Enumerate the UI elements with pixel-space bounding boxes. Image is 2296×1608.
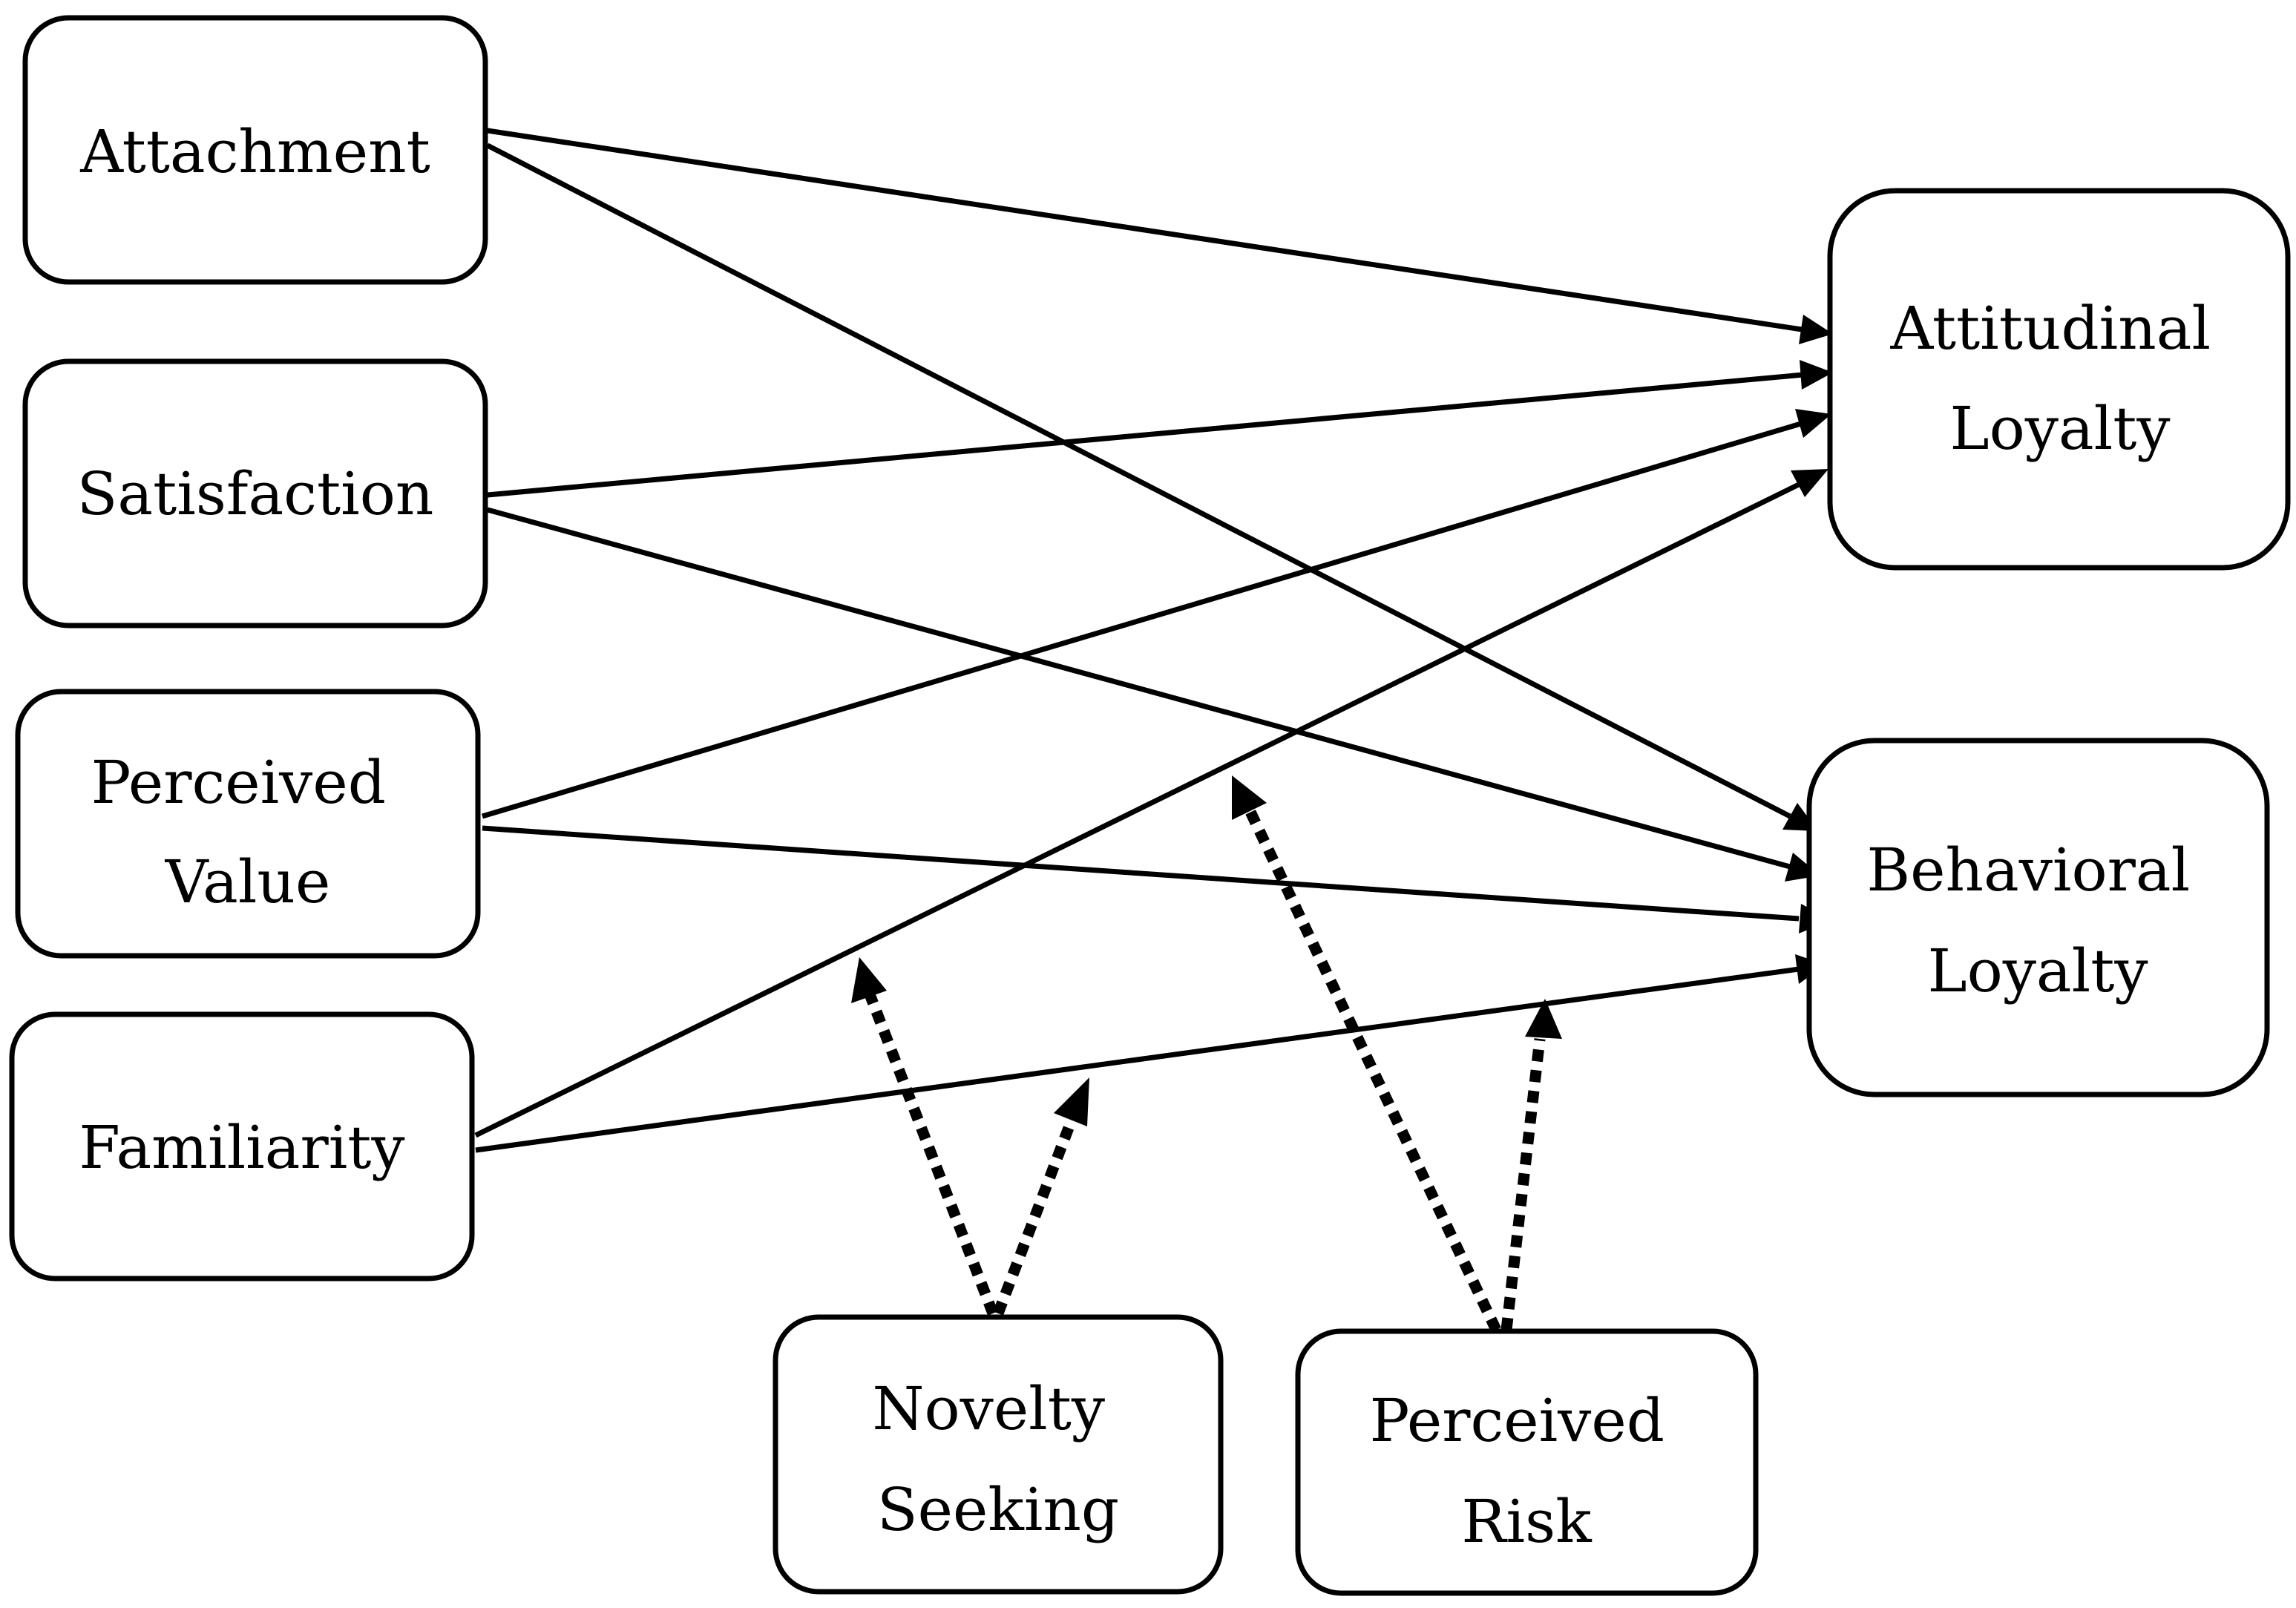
moderator-perceived-risk-to-satisfaction-behavioral bbox=[1244, 807, 1501, 1333]
node-box-familiarity bbox=[9, 1011, 475, 1282]
arrowhead-perceived-risk-behavioral bbox=[1525, 999, 1562, 1039]
arrowhead-novelty-seeking-attitudinal bbox=[851, 957, 887, 1003]
node-box-perceived-value bbox=[15, 689, 481, 959]
label-perceived-risk: Perceived Risk bbox=[1370, 1386, 1684, 1556]
path-attachment-to-attitudinal-loyalty bbox=[487, 128, 1803, 332]
node-box-attachment bbox=[22, 15, 488, 285]
node-box-novelty-seeking bbox=[773, 1314, 1224, 1595]
moderator-novelty-seeking-to-familiarity-attitudinal bbox=[865, 992, 998, 1316]
arrowhead-satisfaction-attitudinal bbox=[1800, 360, 1833, 390]
arrowhead-novelty-seeking-behavioral bbox=[1054, 1077, 1089, 1126]
label-novelty-seeking: Novelty Seeking bbox=[872, 1374, 1124, 1544]
path-familiarity-to-behavioral-loyalty bbox=[475, 966, 1800, 1153]
path-satisfaction-to-attitudinal-loyalty bbox=[487, 372, 1804, 498]
label-familiarity: Familiarity bbox=[79, 1113, 404, 1182]
node-box-satisfaction bbox=[22, 358, 488, 629]
arrowhead-perceived-value-attitudinal bbox=[1795, 409, 1831, 438]
arrowhead-perceived-risk-satisfaction bbox=[1232, 775, 1267, 820]
moderator-perceived-risk-to-familiarity-behavioral bbox=[1500, 1038, 1546, 1330]
label-attitudinal-loyalty: Attitudinal Loyalty bbox=[1890, 294, 2230, 463]
label-perceived-value: Perceived Value bbox=[91, 748, 405, 916]
path-perceived-value-to-attitudinal-loyalty bbox=[482, 420, 1804, 819]
label-satisfaction: Satisfaction bbox=[77, 459, 434, 528]
path-perceived-value-to-behavioral-loyalty bbox=[482, 825, 1800, 922]
path-satisfaction-to-behavioral-loyalty bbox=[487, 507, 1791, 870]
label-behavioral-loyalty: Behavioral Loyalty bbox=[1866, 836, 2208, 1005]
path-attachment-to-behavioral-loyalty bbox=[486, 142, 1791, 819]
moderator-novelty-seeking-to-familiarity-behavioral bbox=[992, 1126, 1075, 1316]
node-box-perceived-risk bbox=[1295, 1328, 1759, 1596]
arrowhead-attachment-attitudinal bbox=[1799, 315, 1833, 344]
node-box-behavioral-loyalty bbox=[1806, 738, 2270, 1097]
path-familiarity-to-attitudinal-loyalty bbox=[474, 479, 1805, 1138]
label-attachment: Attachment bbox=[79, 117, 430, 186]
arrowhead-familiarity-attitudinal bbox=[1791, 469, 1828, 497]
node-box-attitudinal-loyalty bbox=[1827, 188, 2291, 571]
